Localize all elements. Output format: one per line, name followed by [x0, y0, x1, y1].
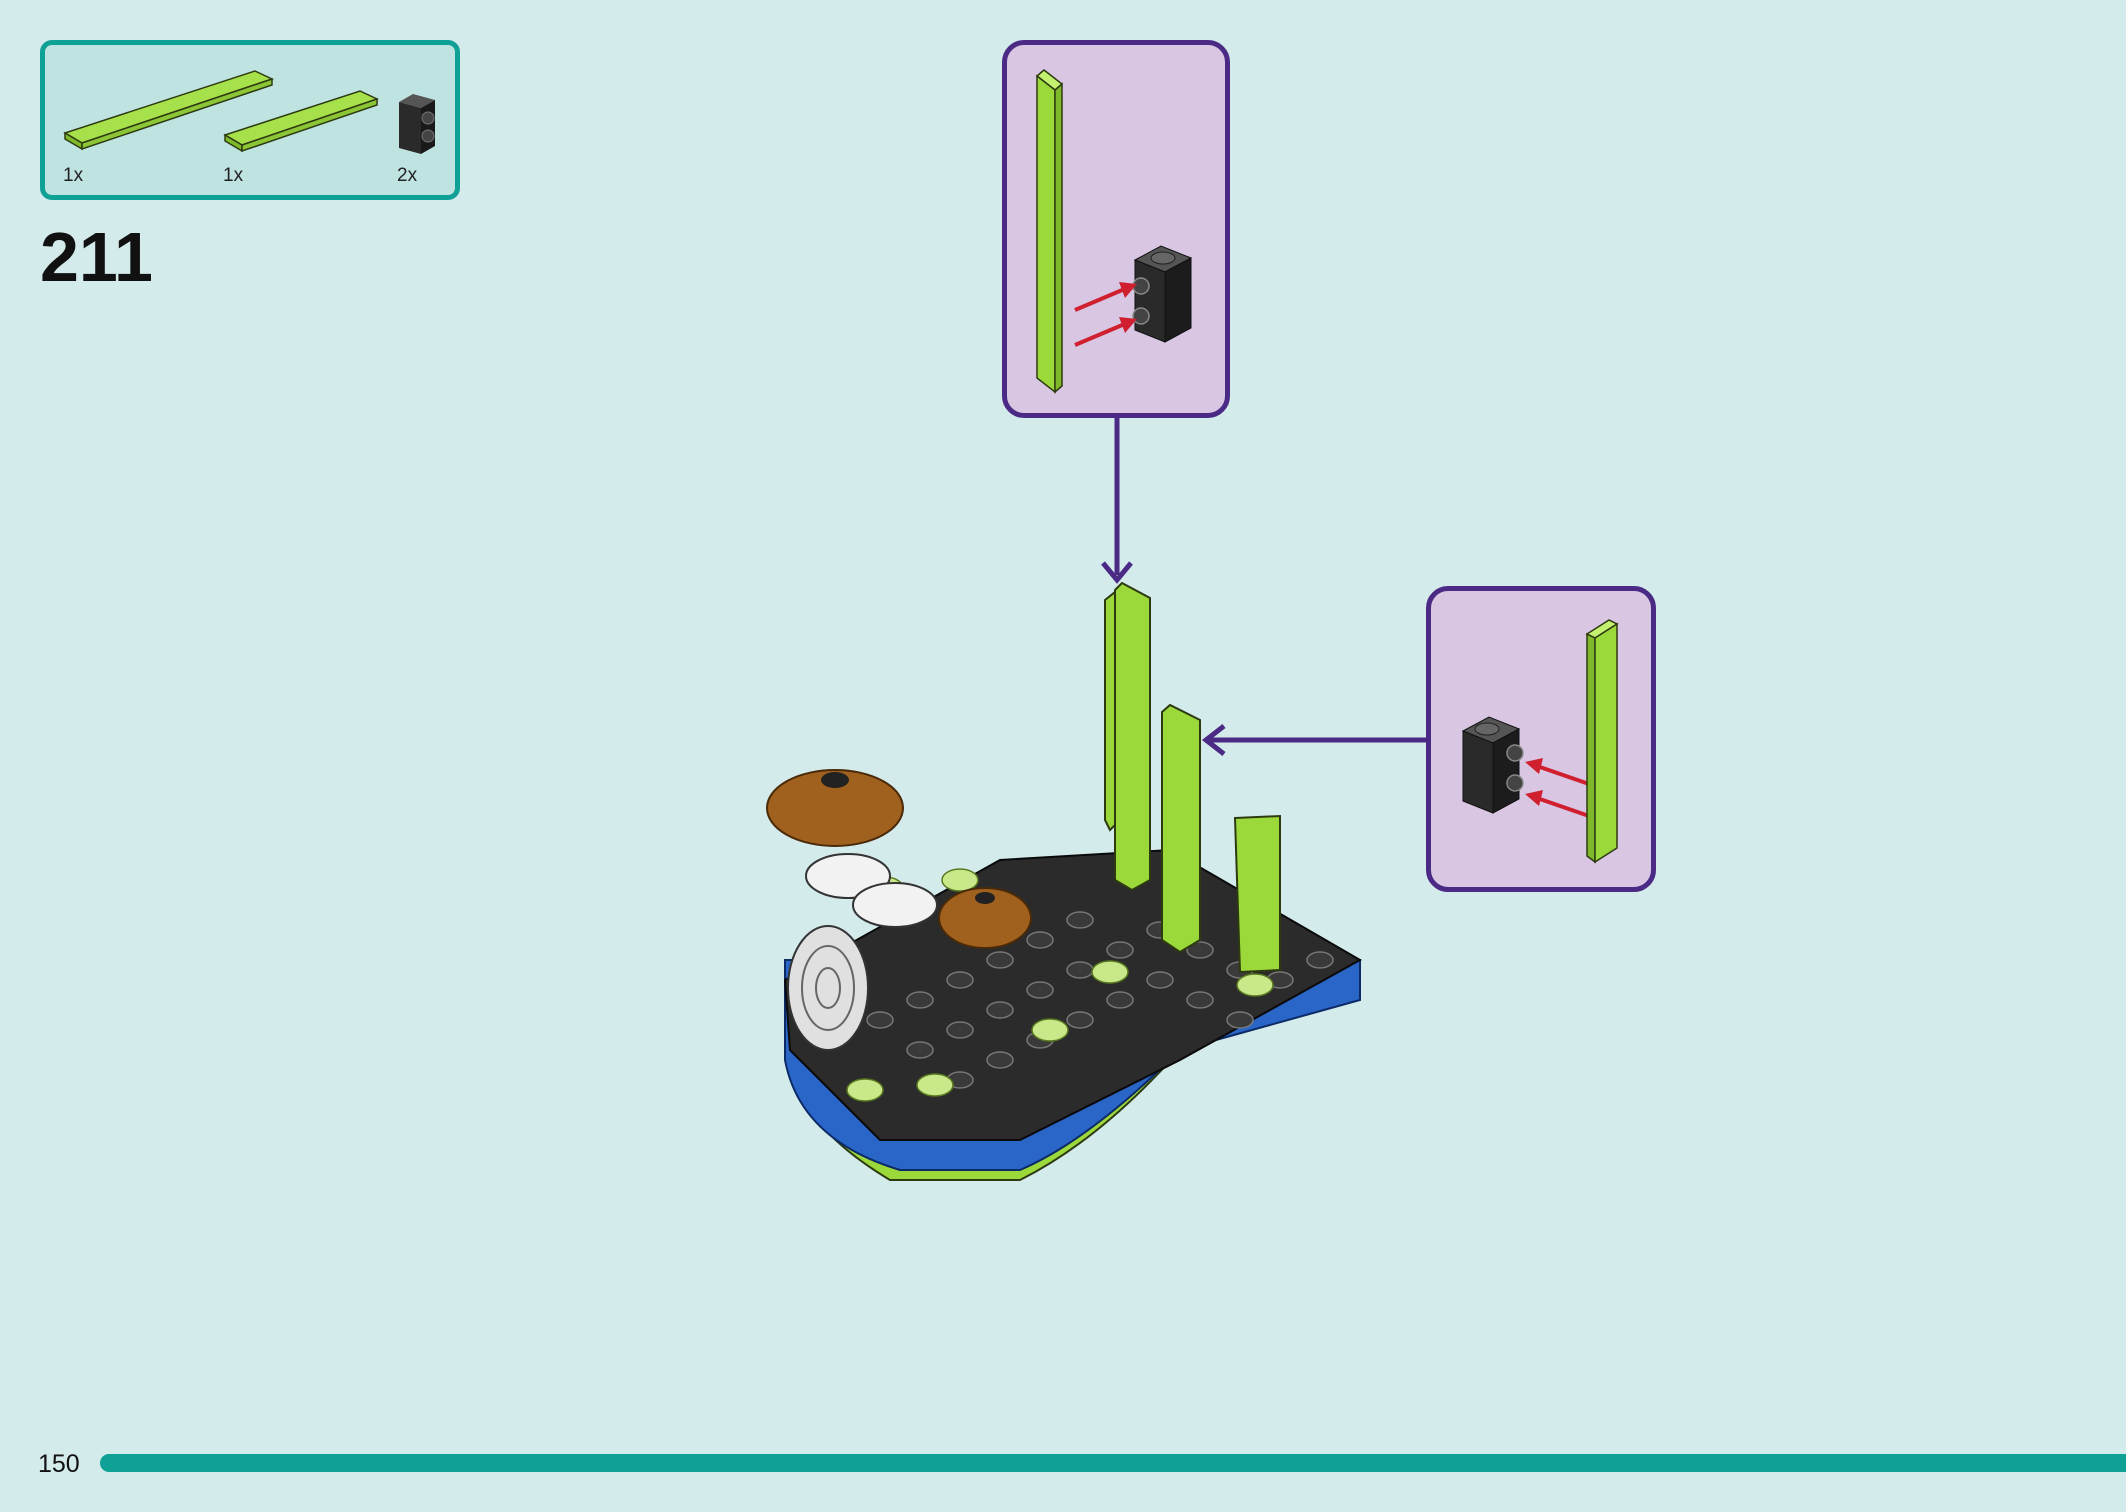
part-quantity: 1x: [63, 165, 84, 186]
lime-tile-long-icon: [63, 70, 275, 151]
part-quantity: 1x: [223, 165, 244, 186]
step-number: 211: [40, 218, 153, 296]
parts-list-box: 1x 1x 2x: [40, 40, 460, 200]
black-brick-icon: [1461, 716, 1524, 814]
page-number: 150: [38, 1450, 80, 1478]
left-arrow-icon: [1201, 724, 1428, 756]
sub-assembly-callout-top: [1002, 40, 1230, 418]
lime-tile-vertical-icon: [1585, 619, 1619, 864]
black-brick-icon: [1132, 245, 1193, 343]
red-arrows-icon: [1525, 758, 1590, 818]
part-quantity: 2x: [397, 165, 418, 186]
down-arrow-icon: [1101, 415, 1133, 584]
red-arrows-icon: [1074, 282, 1137, 347]
lime-tile-short-icon: [223, 90, 379, 153]
lime-tile-vertical-icon: [1035, 69, 1064, 394]
sub-assembly-callout-right: [1426, 586, 1656, 892]
page-progress-bar: [100, 1454, 2126, 1472]
black-brick-icon: [399, 94, 435, 154]
model-illustration: [766, 581, 1363, 1181]
